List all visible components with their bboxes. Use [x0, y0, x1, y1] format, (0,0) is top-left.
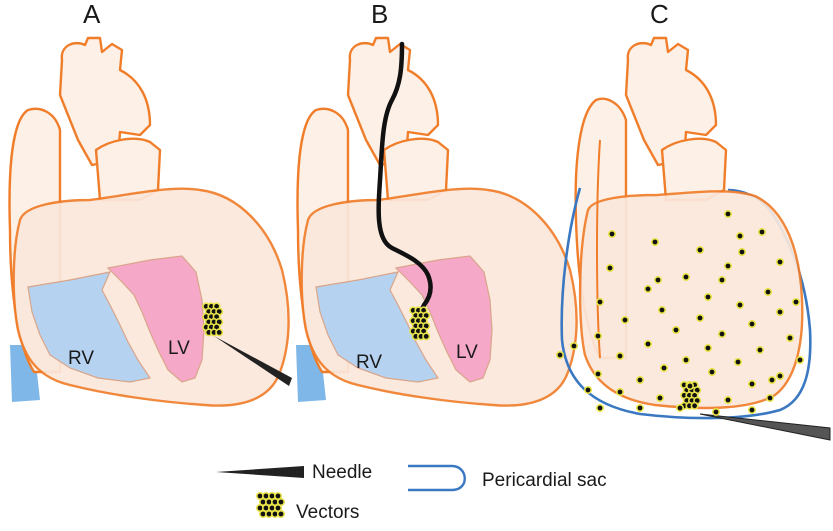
vector-dot: [273, 503, 282, 512]
vector-dot: [620, 315, 629, 324]
vector-dot: [723, 261, 732, 270]
vector-dot: [755, 345, 764, 354]
legend-vectors-icon: [255, 491, 285, 518]
vector-dot: [765, 393, 774, 402]
vector-dot: [791, 297, 800, 306]
vector-dot: [605, 263, 614, 272]
vector-dot: [723, 395, 732, 404]
vector-dot: [607, 230, 616, 239]
vector-dot: [671, 325, 680, 334]
vector-dot: [650, 238, 659, 247]
vector-dot: [675, 403, 684, 412]
vector-dot: [276, 509, 285, 518]
vector-dot: [655, 393, 664, 402]
panel-b-rv-label: RV: [356, 352, 382, 373]
panel-b-vectors: [409, 306, 431, 341]
panel-a-vectors: [202, 302, 224, 337]
vector-dot: [747, 379, 756, 388]
vector-dot: [775, 257, 784, 266]
vector-dot: [615, 351, 624, 360]
vector-dot: [659, 363, 668, 372]
vector-dot: [703, 343, 712, 352]
panel-a-lv-label: LV: [168, 338, 190, 359]
vector-dot: [707, 367, 716, 376]
vector-dot: [711, 407, 720, 416]
panel-a-label: A: [83, 0, 101, 29]
vector-dot: [569, 341, 578, 350]
panel-b: B RV LV: [296, 0, 578, 407]
vector-dot: [737, 248, 746, 257]
legend-pericardial-sac-icon: [408, 464, 466, 492]
vector-dot: [643, 284, 652, 293]
panel-a: A RV LV: [8, 0, 292, 407]
vector-dot: [695, 246, 704, 255]
vector-dot: [653, 275, 662, 284]
panel-a-left-ventricle: [106, 255, 205, 383]
vector-dot: [615, 387, 624, 396]
vector-dot: [595, 403, 604, 412]
vector-dot: [595, 297, 604, 306]
vector-dot: [681, 272, 690, 281]
vector-dot: [775, 307, 784, 316]
vector-dot: [657, 305, 666, 314]
vector-dot: [763, 287, 772, 296]
vector-dot: [733, 357, 742, 366]
panel-c: C: [555, 0, 831, 441]
panel-b-label: B: [371, 0, 388, 29]
panel-b-lv-label: LV: [456, 342, 478, 363]
vector-dot: [785, 333, 794, 342]
panel-a-aorta: [58, 36, 152, 167]
legend-needle-text: Needle: [312, 462, 372, 483]
vector-dot: [583, 385, 592, 394]
panel-c-vectors-scattered: [555, 210, 804, 416]
panel-c-vectors-cluster: [680, 380, 702, 410]
vector-dot: [215, 328, 224, 337]
panel-a-right-ventricle: [27, 271, 151, 383]
vector-dot: [723, 210, 732, 219]
vector-dot: [703, 292, 712, 301]
vector-dot: [717, 329, 726, 338]
legend-needle-icon: [216, 466, 304, 478]
vector-dot: [735, 300, 744, 309]
panel-c-aorta: [624, 36, 718, 167]
vector-dot: [593, 369, 602, 378]
vector-dot: [747, 319, 756, 328]
vector-dot: [747, 405, 756, 414]
vector-dot: [643, 339, 652, 348]
vector-dot: [593, 331, 602, 340]
vector-dot: [685, 381, 694, 390]
vector-dot: [695, 313, 704, 322]
legend-pericardial-sac-text: Pericardial sac: [482, 470, 607, 491]
vector-dot: [795, 355, 804, 364]
vector-dot: [767, 375, 776, 384]
vector-dot: [690, 401, 699, 410]
legend: Needle Pericardial sac Vectors: [216, 462, 607, 523]
panel-a-rv-label: RV: [68, 348, 94, 369]
vector-dot: [273, 491, 282, 500]
vector-dot: [735, 232, 744, 241]
panel-c-ventricles: [578, 190, 804, 410]
panel-b-catheter: [376, 41, 433, 321]
panel-c-label: C: [650, 0, 669, 29]
vector-dot: [775, 371, 784, 380]
vector-dot: [635, 403, 644, 412]
vector-dot: [635, 375, 644, 384]
panel-a-needle: [214, 336, 292, 386]
vector-dot: [422, 332, 431, 341]
panel-b-right-ventricle: [315, 271, 439, 383]
vector-dot: [757, 228, 766, 237]
vector-dot: [555, 350, 564, 359]
vector-dot: [681, 355, 690, 364]
legend-vectors-text: Vectors: [296, 502, 359, 523]
vector-dot: [717, 275, 726, 284]
vector-dot: [276, 497, 285, 506]
panel-c-needle: [699, 413, 831, 441]
